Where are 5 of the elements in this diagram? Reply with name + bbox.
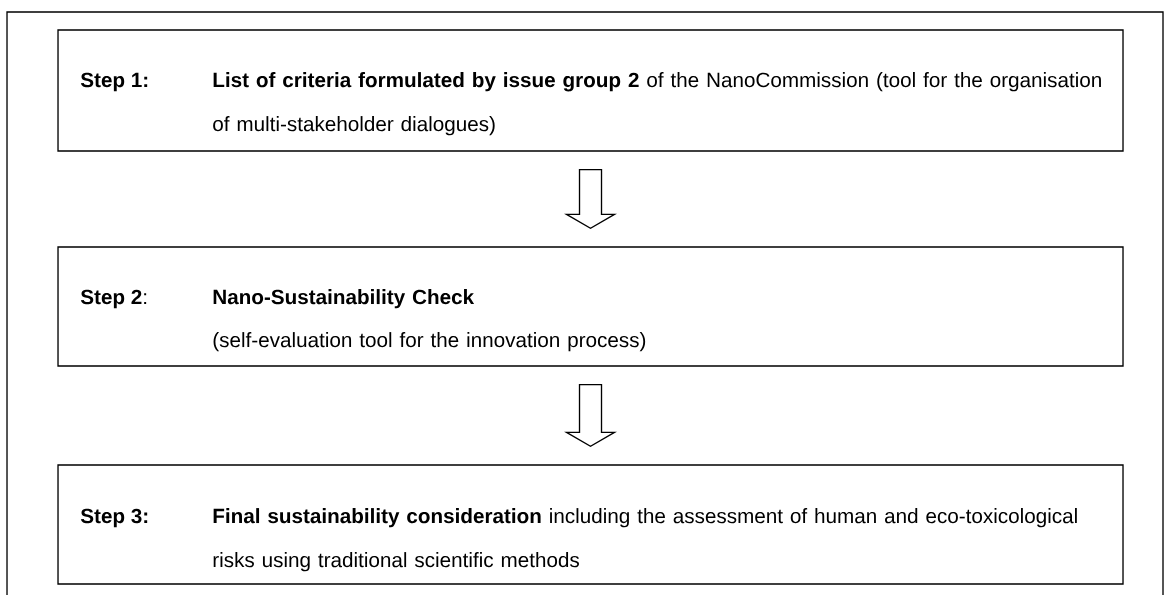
step-box: Step 2: Nano-Sustainability Check (self-evaluation tool for the innovation process) — [57, 246, 1124, 367]
block-arrow — [564, 169, 617, 230]
step-box: Step 3: Final sustainability consideration including the assessment of human and eco-toxicological risks using traditional scientific methods — [57, 464, 1124, 585]
step-box: Step 1: List of criteria formulated by issue group 2 of the NanoCommission (tool for the organisation of multi-stakeholder dialogues) — [57, 29, 1124, 152]
block-arrow — [564, 384, 617, 448]
